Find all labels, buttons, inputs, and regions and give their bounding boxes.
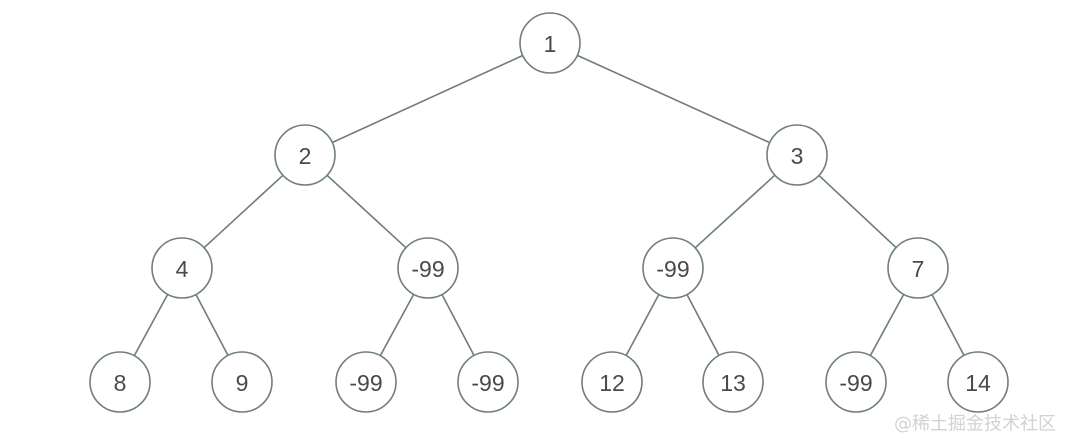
node-circle <box>766 124 828 186</box>
tree-node[interactable]: 14 <box>947 351 1009 413</box>
node-circle <box>335 351 397 413</box>
tree-edge <box>694 174 776 249</box>
node-circle <box>947 351 1009 413</box>
tree-node[interactable]: 7 <box>887 237 949 299</box>
tree-edge <box>686 294 720 356</box>
node-label: -99 <box>656 256 689 282</box>
node-label: 14 <box>965 370 991 396</box>
node-label: 7 <box>912 256 925 282</box>
tree-node[interactable]: 1 <box>519 12 581 74</box>
node-label: 9 <box>236 370 249 396</box>
node-circle <box>89 351 151 413</box>
node-circle <box>274 124 336 186</box>
tree-edge <box>818 174 897 249</box>
edge-layer <box>133 54 965 357</box>
tree-edge <box>133 293 169 357</box>
tree-node[interactable]: -99 <box>825 351 887 413</box>
tree-node[interactable]: 2 <box>274 124 336 186</box>
tree-node[interactable]: -99 <box>642 237 704 299</box>
node-label: 13 <box>720 370 746 396</box>
node-label: -99 <box>471 370 504 396</box>
tree-node[interactable]: 4 <box>151 237 213 299</box>
tree-edge <box>869 293 905 357</box>
tree-node[interactable]: 3 <box>766 124 828 186</box>
tree-node[interactable]: -99 <box>335 351 397 413</box>
tree-edge <box>441 294 475 356</box>
node-circle <box>151 237 213 299</box>
node-label: -99 <box>349 370 382 396</box>
node-label: 4 <box>176 256 189 282</box>
tree-edge <box>195 294 229 356</box>
node-label: -99 <box>839 370 872 396</box>
node-circle <box>825 351 887 413</box>
node-circle <box>887 237 949 299</box>
tree-node[interactable]: 12 <box>581 351 643 413</box>
tree-edge <box>203 174 284 249</box>
node-circle <box>642 237 704 299</box>
node-circle <box>397 237 459 299</box>
tree-edge <box>576 54 771 144</box>
node-circle <box>702 351 764 413</box>
node-label: 1 <box>544 31 557 57</box>
tree-node[interactable]: -99 <box>457 351 519 413</box>
node-label: -99 <box>411 256 444 282</box>
node-circle <box>581 351 643 413</box>
tree-edge <box>331 54 524 144</box>
node-circle <box>457 351 519 413</box>
tree-edge <box>931 294 965 356</box>
tree-node[interactable]: 9 <box>211 351 273 413</box>
tree-edge <box>326 174 407 249</box>
node-label: 2 <box>299 143 312 169</box>
node-circle <box>519 12 581 74</box>
tree-node[interactable]: -99 <box>397 237 459 299</box>
watermark-label: @稀土掘金技术社区 <box>894 414 1056 435</box>
tree-edge <box>625 294 660 356</box>
node-label: 8 <box>114 370 127 396</box>
tree-edge <box>379 293 415 357</box>
node-label: 12 <box>599 370 625 396</box>
node-circle <box>211 351 273 413</box>
tree-node[interactable]: 13 <box>702 351 764 413</box>
node-label: 3 <box>791 143 804 169</box>
tree-node[interactable]: 8 <box>89 351 151 413</box>
